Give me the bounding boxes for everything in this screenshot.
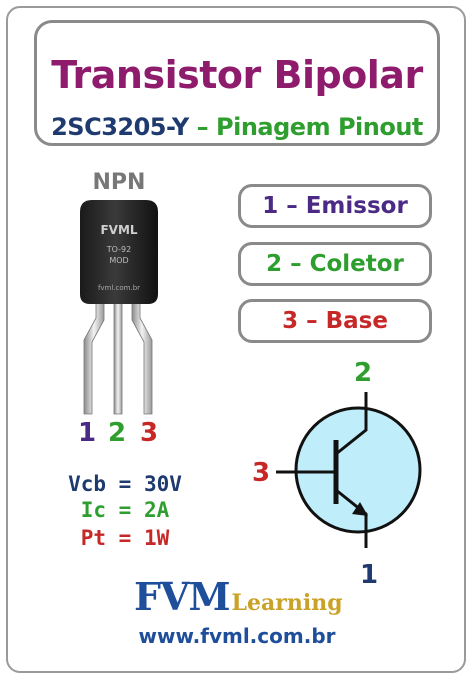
website-link[interactable]: www.fvml.com.br [138,624,336,648]
emitter-arrow [352,502,368,516]
lead-number-2: 2 [108,418,127,448]
spec-pt: Pt = 1W [80,526,170,550]
lead-left [83,299,105,415]
pinout-label: Pinagem Pinout [216,113,423,141]
brand-main: FVM [134,574,231,619]
part-number: 2SC3205-Y [51,113,189,141]
lead-right [131,299,153,415]
marking-package: TO-92 [106,245,131,254]
npn-label: NPN [92,170,146,195]
marking-model: MOD [109,256,128,265]
subtitle-separator: – [196,113,209,141]
page-subtitle: 2SC3205-Y – Pinagem Pinout [37,113,437,141]
brand-logo: FVMLearning [134,574,343,619]
brand-sub: Learning [231,590,343,616]
page-title: Transistor Bipolar [51,53,423,97]
lead-number-1: 1 [78,418,97,448]
title-box: Transistor Bipolar 2SC3205-Y – Pinagem P… [34,20,440,146]
symbol-base-number: 3 [252,458,271,488]
package-body [80,200,158,304]
pin-box-collector: 2 – Coletor [238,242,432,286]
page-frame [6,6,466,673]
collector-wire [335,392,368,456]
lead-number-3: 3 [140,418,159,448]
marking-url: fvml.com.br [98,284,140,292]
spec-vcb: Vcb = 30V [68,472,182,496]
pin-box-base: 3 – Base [238,299,432,343]
symbol-circle [294,406,422,534]
marking-brand: FVML [100,223,137,237]
pin-box-emitter: 1 – Emissor [238,184,432,228]
symbol-emitter-number: 1 [360,560,379,590]
spec-ic: Ic = 2A [80,498,170,522]
symbol-collector-number: 2 [354,358,373,388]
